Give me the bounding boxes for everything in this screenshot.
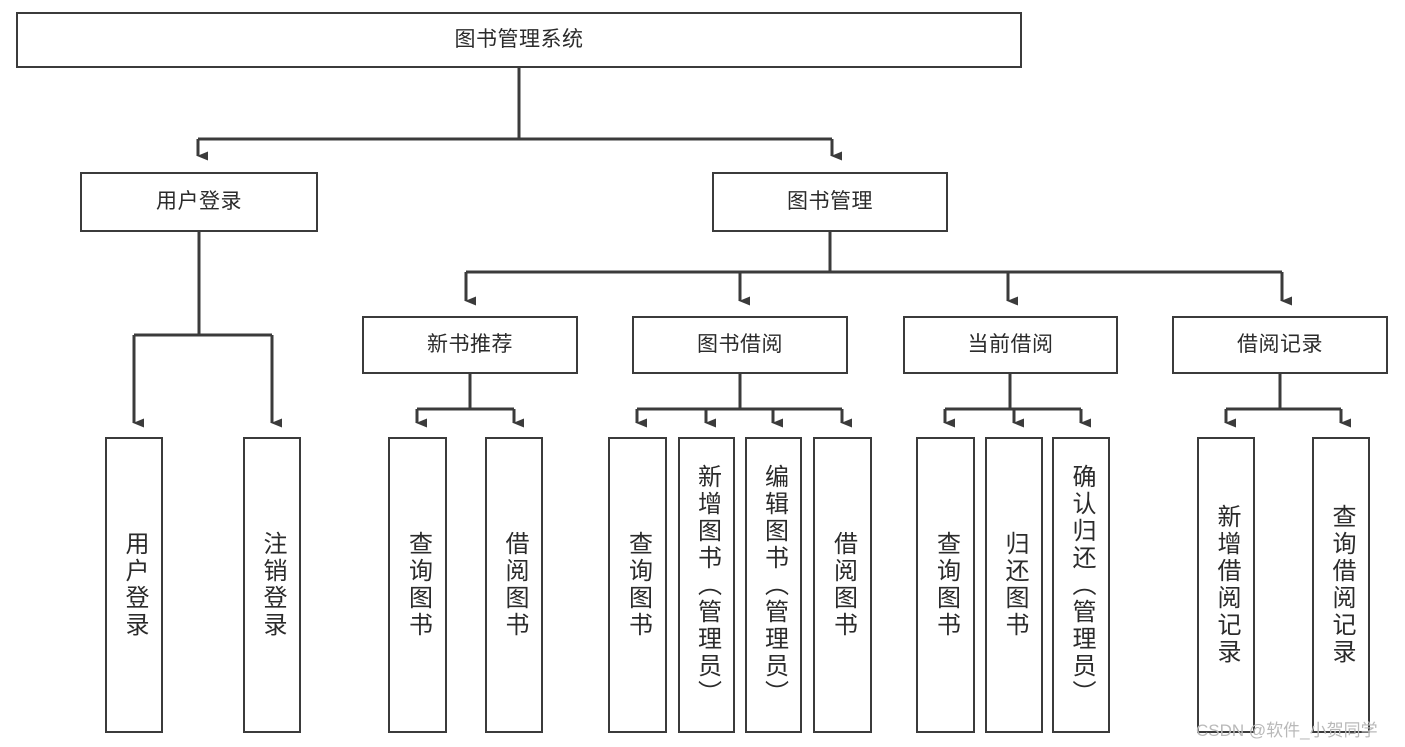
node-leaf-return-book[interactable]: 归还图书 (985, 437, 1043, 733)
node-leaf-logout-label: 注销登录 (259, 531, 286, 639)
node-book-manage[interactable]: 图书管理 (712, 172, 948, 232)
node-leaf-query-book-1-label: 查询图书 (404, 531, 432, 639)
node-user-login-label: 用户登录 (156, 189, 242, 213)
node-leaf-edit-book-label: 编辑图书（管理员） (760, 463, 788, 707)
node-leaf-query-record[interactable]: 查询借阅记录 (1312, 437, 1370, 733)
node-leaf-query-book-1[interactable]: 查询图书 (388, 437, 447, 733)
node-leaf-user-login[interactable]: 用户登录 (105, 437, 163, 733)
node-root[interactable]: 图书管理系统 (16, 12, 1022, 68)
node-leaf-query-record-label: 查询借阅记录 (1328, 504, 1355, 666)
node-leaf-borrow-book-2[interactable]: 借阅图书 (813, 437, 872, 733)
node-current-borrow-label: 当前借阅 (967, 332, 1054, 356)
node-leaf-query-book-2-label: 查询图书 (624, 531, 652, 639)
node-book-borrow[interactable]: 图书借阅 (632, 316, 848, 374)
node-leaf-user-login-label: 用户登录 (121, 531, 148, 639)
node-new-book-recommend-label: 新书推荐 (427, 332, 513, 356)
node-leaf-query-book-3[interactable]: 查询图书 (916, 437, 975, 733)
node-leaf-return-book-label: 归还图书 (1001, 531, 1028, 639)
node-leaf-borrow-book-1[interactable]: 借阅图书 (485, 437, 543, 733)
node-leaf-add-record-label: 新增借阅记录 (1213, 504, 1240, 666)
node-leaf-add-book[interactable]: 新增图书（管理员） (678, 437, 735, 733)
node-book-manage-label: 图书管理 (787, 189, 873, 213)
node-leaf-edit-book[interactable]: 编辑图书（管理员） (745, 437, 802, 733)
node-borrow-record-label: 借阅记录 (1237, 332, 1323, 356)
node-current-borrow[interactable]: 当前借阅 (903, 316, 1118, 374)
node-book-borrow-label: 图书借阅 (697, 332, 783, 356)
node-borrow-record[interactable]: 借阅记录 (1172, 316, 1388, 374)
node-leaf-add-book-label: 新增图书（管理员） (693, 463, 721, 707)
node-user-login[interactable]: 用户登录 (80, 172, 318, 232)
node-leaf-logout[interactable]: 注销登录 (243, 437, 301, 733)
node-leaf-borrow-book-1-label: 借阅图书 (501, 531, 528, 639)
node-new-book-recommend[interactable]: 新书推荐 (362, 316, 578, 374)
node-leaf-confirm-return[interactable]: 确认归还（管理员） (1052, 437, 1110, 733)
node-leaf-confirm-return-label: 确认归还（管理员） (1068, 463, 1095, 707)
node-leaf-query-book-2[interactable]: 查询图书 (608, 437, 667, 733)
node-leaf-add-record[interactable]: 新增借阅记录 (1197, 437, 1255, 733)
node-leaf-borrow-book-2-label: 借阅图书 (829, 531, 857, 639)
node-root-label: 图书管理系统 (454, 27, 584, 51)
node-leaf-query-book-3-label: 查询图书 (932, 531, 960, 639)
